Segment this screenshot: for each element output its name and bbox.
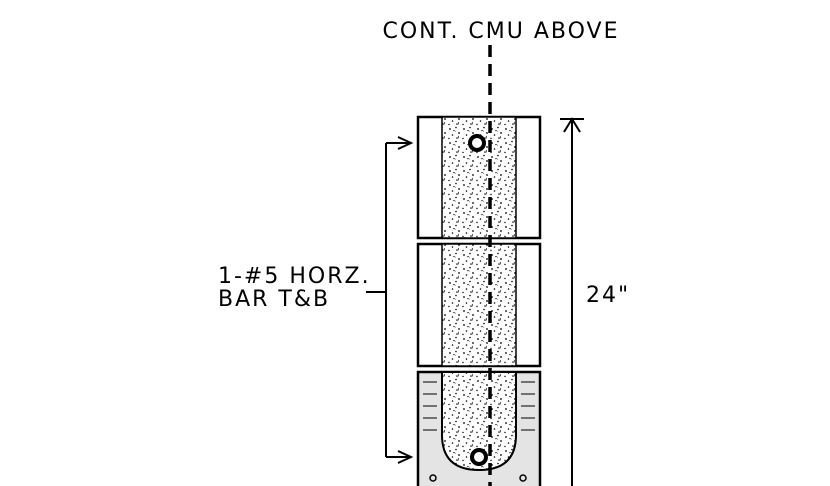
cmu-block-middle: [416, 242, 542, 368]
bar-note-line1: 1-#5 HORZ.: [218, 264, 371, 289]
bond-beam-block: [416, 370, 542, 486]
horizontal-bar-top: [468, 134, 486, 152]
dimension-line: [560, 117, 584, 486]
top-note-label: CONT. CMU ABOVE: [382, 19, 619, 44]
bar-note-line2: BAR T&B: [218, 287, 330, 312]
dimension-label: 24": [586, 283, 630, 308]
horizontal-bar-bottom: [470, 448, 488, 466]
bar-leader-bracket: [366, 136, 414, 464]
